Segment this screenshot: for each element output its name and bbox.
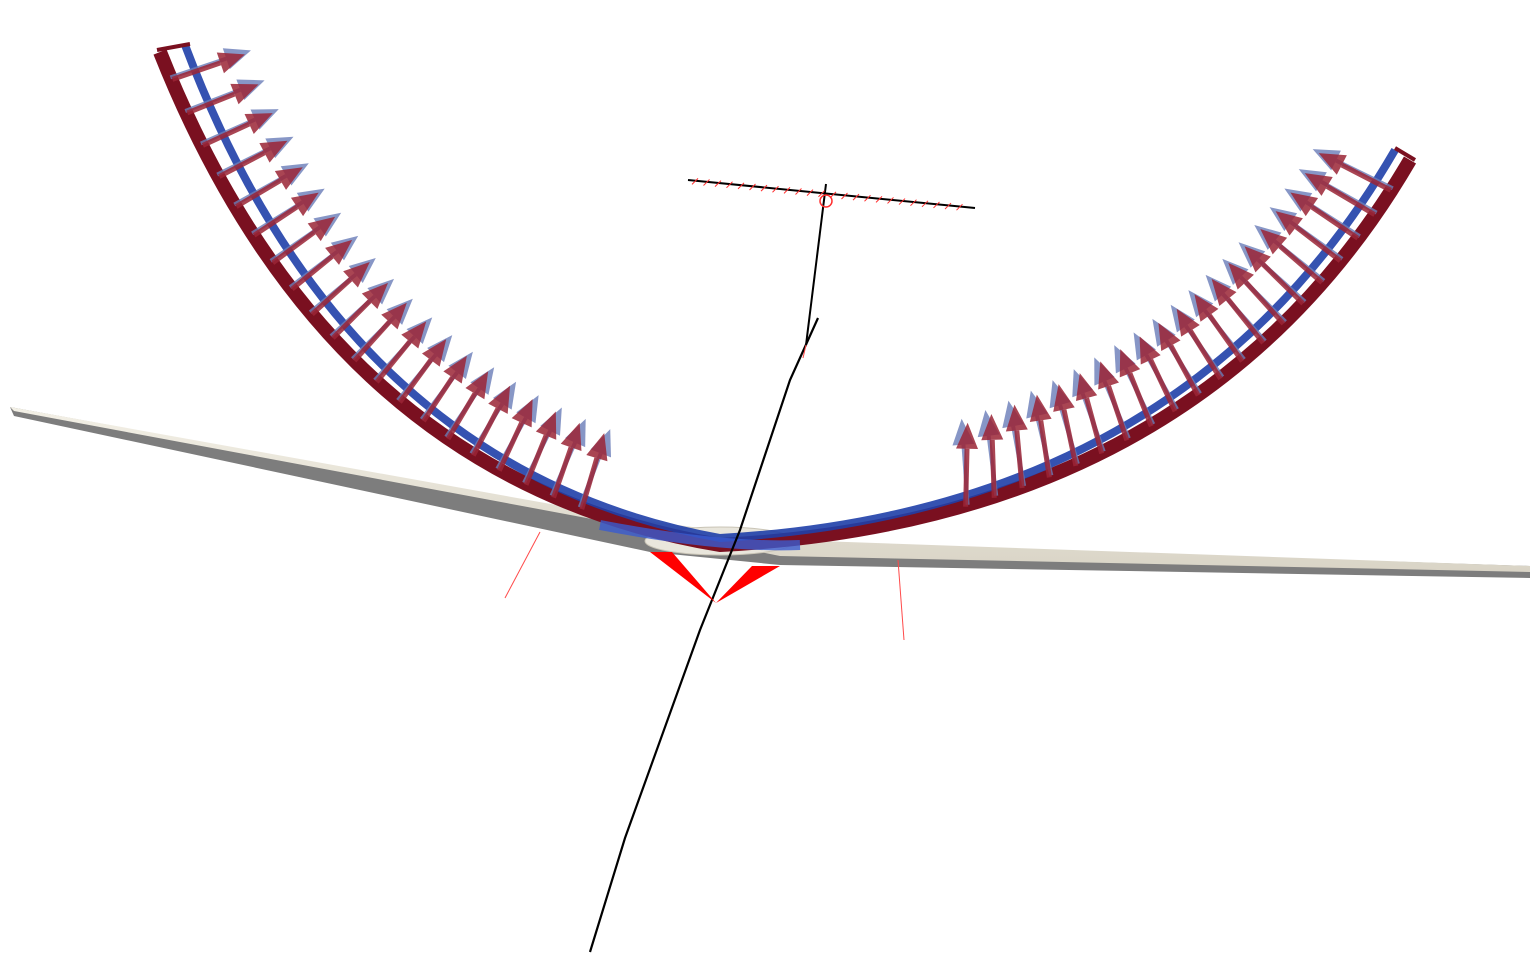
tail-tick	[898, 198, 906, 205]
tail-tick	[875, 195, 883, 203]
tail-tick	[714, 180, 722, 187]
lift-arrow-right-red	[1194, 294, 1245, 363]
lift-arrow-left-red	[471, 385, 511, 457]
lift-arrow-right-red	[1318, 153, 1392, 193]
lift-arrow-right-red	[1228, 262, 1286, 326]
lift-arrow-left-red	[201, 113, 273, 148]
lift-arrow-left-red	[352, 302, 407, 363]
tail-tick	[691, 178, 699, 185]
lift-arrow-right-red	[1075, 373, 1105, 455]
tail-tick	[749, 183, 756, 191]
lift-arrow-left-red	[290, 239, 353, 292]
wing-left-tip	[156, 42, 191, 52]
lift-arrow-right-red	[1119, 349, 1154, 428]
tail-tick	[921, 200, 929, 208]
lift-arrow-right-red	[1244, 246, 1305, 306]
flexed-wing	[153, 42, 1417, 553]
lift-arrow-right-red	[1176, 308, 1223, 381]
lift-arrow-left-red	[579, 433, 608, 510]
wing-right-tip	[1393, 146, 1417, 162]
lift-arrow-left-red	[252, 192, 319, 238]
tail-tick	[772, 185, 779, 193]
tail-tick	[795, 188, 802, 195]
lift-arrow-right-red	[1005, 404, 1028, 489]
lift-arrow-left-red	[186, 83, 259, 116]
tail-tick	[956, 203, 963, 211]
lift-arrow-right-red	[956, 422, 979, 507]
lift-arrow-right-red	[1211, 278, 1266, 345]
fuselage-line	[588, 183, 827, 953]
lift-arrow-left-red	[445, 371, 489, 441]
tail-tick	[864, 194, 871, 202]
lift-arrow-left-red	[310, 261, 370, 317]
lift-arrow-left-red	[397, 339, 447, 404]
lift-arrow-right-red	[1098, 361, 1130, 442]
lift-arrow-left-red	[374, 321, 427, 384]
tail-tick	[783, 187, 791, 194]
tail-tick	[841, 192, 848, 200]
tail-tick	[760, 184, 768, 192]
lift-arrow-right-red	[1275, 211, 1342, 263]
lift-arrow-right-red	[1304, 173, 1376, 217]
lift-arrow-left-red	[171, 52, 245, 82]
flat-wing	[10, 407, 1530, 578]
lift-arrow-right-red	[1158, 322, 1201, 397]
tail-tick	[933, 201, 940, 209]
lift-arrow-left-red	[523, 411, 557, 486]
tail-tick	[818, 190, 825, 198]
lift-arrow-right-red	[1053, 384, 1079, 467]
tail-tick	[910, 199, 917, 207]
lift-force-arrows	[169, 48, 1394, 510]
wing-center-section	[599, 520, 801, 551]
tail-tick	[737, 182, 745, 190]
lift-arrow-right-red	[1139, 336, 1178, 413]
lift-arrow-right-red	[1290, 192, 1360, 241]
lift-arrow-left-red	[218, 140, 288, 179]
tail-tick	[852, 193, 860, 201]
tail-tick	[944, 202, 952, 210]
lift-arrow-right-red	[1029, 394, 1052, 478]
tail-tick	[726, 181, 733, 189]
lift-arrow-left-red	[421, 355, 467, 423]
lift-arrow-left-red	[551, 422, 582, 499]
lift-arrow-left-red	[235, 167, 303, 209]
tail-tick	[806, 189, 814, 196]
lift-arrow-right-red	[1260, 229, 1324, 285]
lift-arrow-left-red	[497, 399, 533, 472]
lift-arrow-left-blue	[169, 48, 251, 80]
lift-arrow-left-red	[271, 216, 336, 265]
tail-tick	[887, 197, 894, 204]
suspension-cables	[504, 344, 905, 641]
lift-arrow-right-red	[981, 413, 1004, 498]
tail-tick	[703, 179, 710, 186]
tail	[687, 178, 976, 211]
lift-arrow-left-red	[331, 282, 389, 340]
